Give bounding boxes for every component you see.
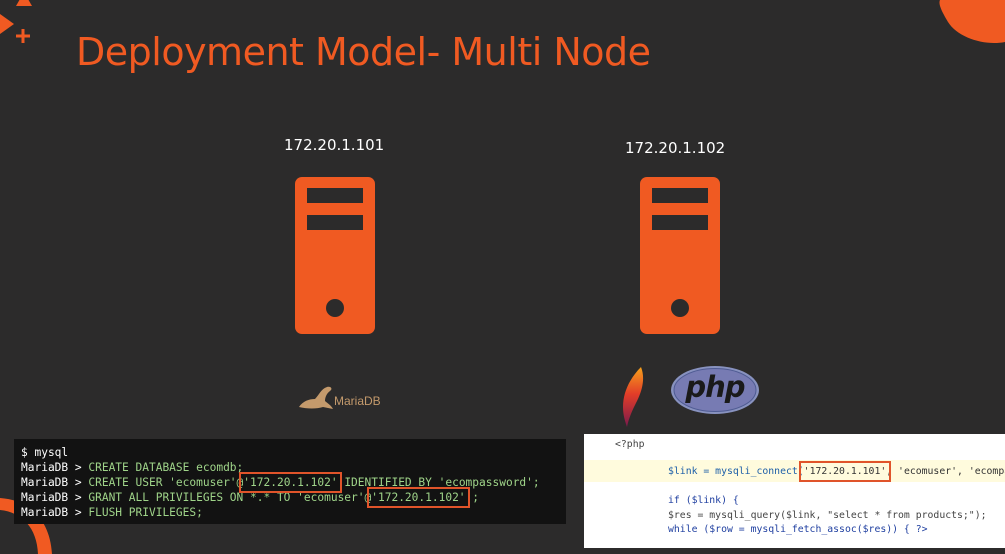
- highlighted-ip: '172.20.1.102': [367, 487, 470, 508]
- server-icon: [295, 177, 375, 334]
- arrow-shape: [0, 14, 14, 34]
- bottom-arc: [0, 498, 52, 554]
- php-connect-call: $link = mysqli_connect(: [668, 466, 804, 477]
- slide-title: Deployment Model- Multi Node: [76, 30, 651, 74]
- server-icon: [640, 177, 720, 334]
- node-1-ip: 172.20.1.101: [284, 136, 385, 154]
- php-query-line: $res = mysqli_query($link, "select * fro…: [668, 510, 987, 521]
- sql-grant: GRANT ALL PRIVILEGES ON *.* TO 'ecomuser…: [88, 491, 372, 504]
- terminal-prompt: MariaDB >: [21, 476, 89, 489]
- plus-icon: [16, 29, 30, 43]
- terminal-prompt: MariaDB >: [21, 506, 89, 519]
- node-2-ip: 172.20.1.102: [625, 139, 726, 157]
- mysql-terminal: $ mysql MariaDB > CREATE DATABASE ecomdb…: [14, 439, 566, 524]
- php-logo-text: php: [685, 370, 745, 404]
- corner-triangle-top: [16, 0, 32, 6]
- apache-feather-icon: [623, 367, 644, 427]
- sql-grant-end: ;: [465, 491, 480, 504]
- sql-identified-by: IDENTIFIED BY 'ecompassword';: [337, 476, 540, 489]
- highlighted-code-row: [584, 460, 1005, 482]
- php-connect-args: , 'ecomuser', 'ecompassword': [886, 466, 1005, 477]
- sql-create-database: CREATE DATABASE ecomdb;: [88, 461, 244, 474]
- terminal-prompt: MariaDB >: [21, 461, 89, 474]
- mariadb-seal-icon: [299, 386, 333, 409]
- php-logo-icon: [671, 366, 759, 414]
- php-if-line: if ($link) {: [668, 495, 739, 506]
- php-open-tag: <?php: [615, 439, 645, 450]
- mariadb-logo: MariaDB: [334, 394, 381, 408]
- php-code-panel: <?php $link = mysqli_connect('172.20.1.1…: [584, 434, 1005, 548]
- terminal-prompt: MariaDB >: [21, 491, 89, 504]
- highlighted-ip: '172.20.1.102': [239, 472, 342, 493]
- sql-create-user: CREATE USER 'ecomuser'@: [88, 476, 244, 489]
- highlighted-ip: '172.20.1.101': [798, 461, 892, 482]
- sql-flush: FLUSH PRIVILEGES;: [88, 506, 203, 519]
- php-while-line: while ($row = mysqli_fetch_assoc($res)) …: [668, 524, 928, 535]
- terminal-command: $ mysql: [21, 446, 69, 459]
- corner-blob: [939, 0, 1005, 44]
